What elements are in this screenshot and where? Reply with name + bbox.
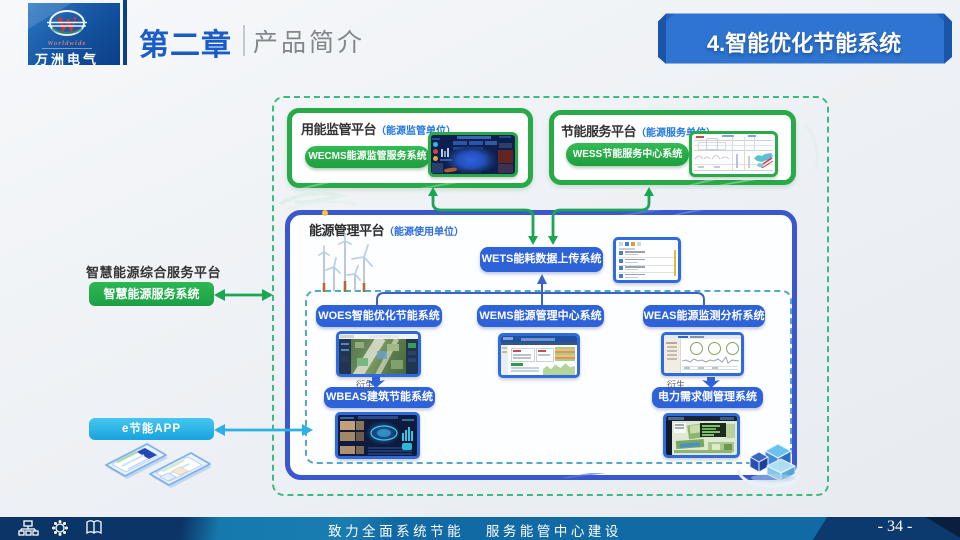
svg-text:W: W xyxy=(57,13,78,37)
svg-text:Worldwide: Worldwide xyxy=(47,40,86,47)
